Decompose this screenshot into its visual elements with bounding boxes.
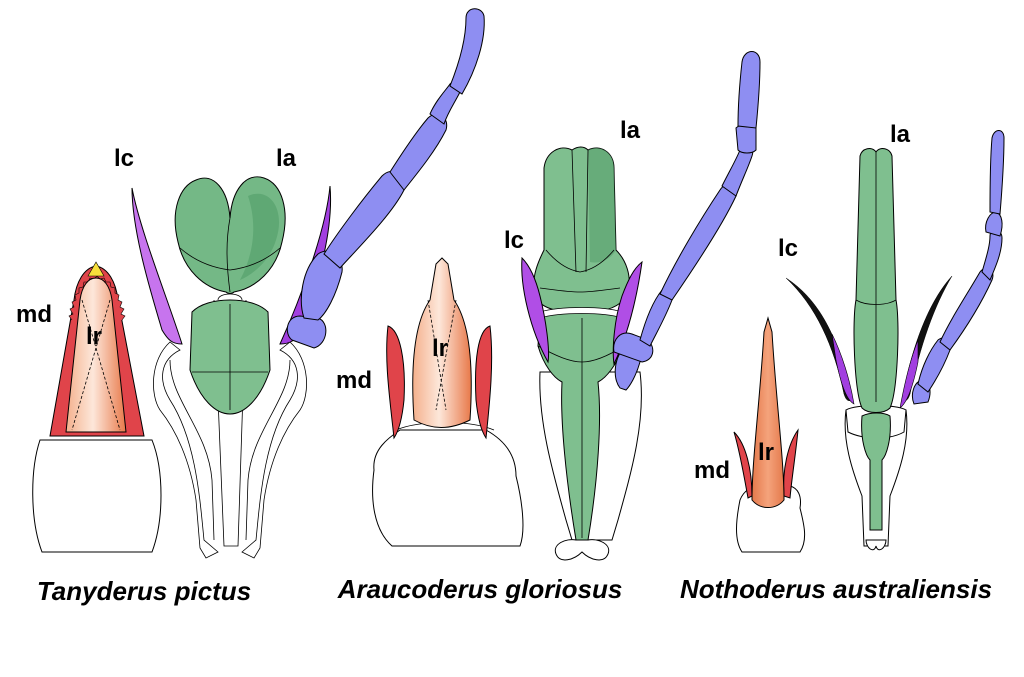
- prementum: [861, 412, 891, 531]
- maxilla-right: [241, 341, 307, 559]
- label-la-1: la: [276, 145, 297, 172]
- label-md-3: md: [694, 457, 730, 484]
- label-la-2: la: [620, 117, 641, 144]
- labrum: [65, 277, 127, 433]
- species-name-2: Araucoderus gloriosus: [337, 574, 623, 604]
- head-capsule: [372, 429, 524, 547]
- maxillary-palp: [286, 8, 485, 349]
- label-la-3: la: [890, 121, 911, 148]
- labrum: [412, 257, 472, 428]
- labrum: [751, 316, 785, 508]
- maxilla-left: [153, 341, 219, 559]
- mandible-left: [733, 431, 753, 499]
- label-lc-2: lc: [504, 227, 524, 254]
- label-lc-1: lc: [114, 145, 134, 172]
- lacinia-left: [131, 187, 183, 345]
- specimen-araucoderus: [372, 51, 761, 561]
- labrum-tip: [87, 261, 105, 277]
- lacinia-left: [521, 256, 549, 364]
- label-lc-3: lc: [778, 235, 798, 262]
- mandible-right: [475, 325, 493, 440]
- maxillary-palp: [911, 130, 1005, 405]
- mandible-left: [386, 325, 405, 440]
- label-lr-1: lr: [86, 323, 102, 350]
- mandible-right: [783, 428, 799, 499]
- maxillary-palp: [613, 51, 761, 391]
- label-lr-2: lr: [432, 335, 448, 362]
- species-name-3: Nothoderus australiensis: [680, 574, 992, 604]
- species-name-1: Tanyderus pictus: [37, 576, 251, 606]
- label-md-2: md: [336, 367, 372, 394]
- label-lr-3: lr: [758, 439, 774, 466]
- label-md-1: md: [16, 301, 52, 328]
- specimen-nothoderus: [733, 130, 1005, 553]
- head-capsule: [32, 439, 162, 553]
- specimen-tanyderus: [32, 8, 485, 559]
